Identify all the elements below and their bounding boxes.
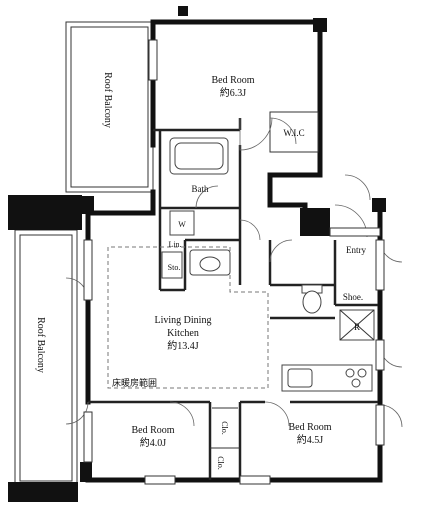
ldk-label-line1: Living Dining — [155, 315, 212, 326]
ldk-size: 約13.4J — [167, 339, 198, 352]
storage-label: Sto. — [168, 263, 181, 272]
closet-lower-label: Clo. — [216, 456, 225, 470]
floor-heating-area — [107, 246, 269, 389]
floor-heating-label: 床暖房範囲 — [112, 377, 157, 388]
windows — [83, 39, 385, 485]
washer-label: W — [178, 220, 186, 229]
bed-room-right-size: 約4.5J — [297, 433, 324, 446]
interior-walls — [88, 111, 378, 480]
bed-room-left-size: 約4.0J — [140, 436, 166, 449]
roof-balcony-top-label: Roof Balcony — [102, 72, 113, 128]
wic-label: W.I.C — [283, 128, 304, 138]
roof-balcony-left-label: Roof Balcony — [35, 317, 46, 373]
refrigerator-label: R — [354, 322, 360, 332]
entry-label: Entry — [346, 245, 366, 255]
exterior-walls — [8, 6, 386, 502]
closet-upper-label: Clo. — [220, 421, 229, 435]
bed-room-top-name: Bed Room — [211, 75, 254, 86]
bed-room-right-name: Bed Room — [288, 422, 331, 433]
bath-label: Bath — [192, 184, 209, 194]
bed-room-top-size: 約6.3J — [220, 86, 246, 99]
ldk-label-line2: Kitchen — [167, 328, 199, 339]
room-labels: Roof Balcony Roof Balcony Bed Room 約6.3J… — [35, 72, 366, 470]
bed-room-left-name: Bed Room — [131, 425, 174, 436]
shoe-label: Shoe. — [343, 292, 363, 302]
fixtures — [161, 137, 375, 409]
linen-label: Lin. — [168, 240, 181, 249]
